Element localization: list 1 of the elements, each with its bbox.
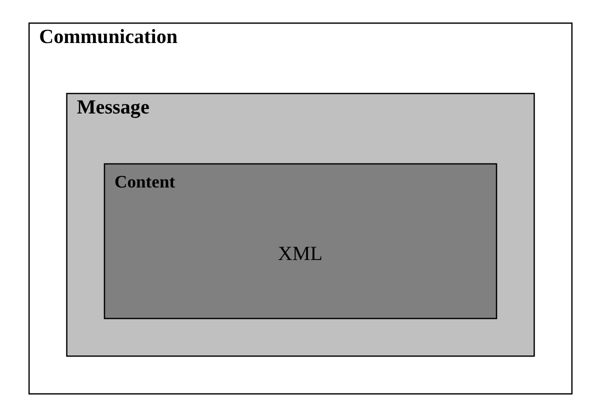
node-box: Content XML: [104, 163, 498, 320]
